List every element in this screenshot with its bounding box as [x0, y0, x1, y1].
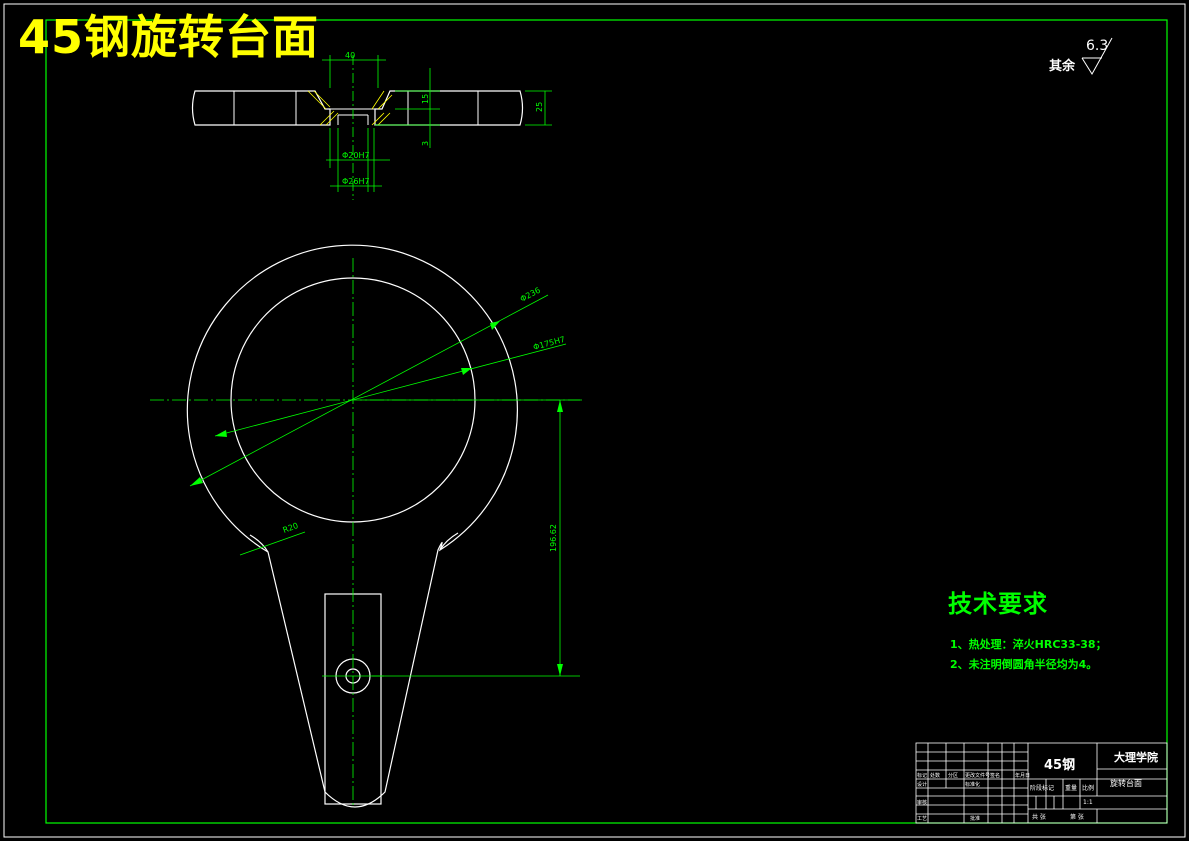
tech-requirements-title: 技术要求 — [948, 590, 1048, 618]
title-block-standard-label: 标准化 — [965, 782, 981, 788]
dim-fillet-radius: R20 — [282, 521, 300, 535]
section-outline — [191, 90, 331, 126]
dim-depth-25: 25 — [535, 102, 544, 112]
tech-requirement-2: 2、未注明倒圆角半径均为4。 — [950, 658, 1098, 671]
title-block-design-label: 设计 — [917, 782, 928, 788]
title-block-sheet-total: 共 张 — [1032, 814, 1046, 821]
title-block-doc-label: 更改文件号 — [965, 773, 991, 779]
outer-frame — [3, 3, 1186, 838]
section-view: 40 Φ20H7 Φ26H7 15 3 25 — [191, 51, 552, 200]
title-block-scale-value: 1:1 — [1083, 799, 1093, 806]
tech-requirement-1: 1、热处理：淬火HRC33-38； — [950, 638, 1107, 651]
roughness-label: 其余 — [1049, 59, 1076, 74]
title-block-process-label: 工艺 — [917, 816, 928, 822]
roughness-value: 6.3 — [1086, 38, 1109, 54]
title-block-weight-label: 重量 — [1065, 785, 1078, 792]
title-block-part-name: 旋转台面 — [1110, 779, 1142, 788]
title-block-date-label: 年月日 — [1015, 773, 1031, 779]
section-dimensions — [322, 55, 552, 192]
title-block-review-label: 审核 — [917, 800, 928, 806]
roughness-symbol — [1081, 37, 1113, 75]
title-block-approve-label: 批准 — [970, 816, 981, 822]
dim-bore-large: Φ26H7 — [342, 177, 370, 186]
drawing-title: 45钢旋转台面 — [18, 10, 320, 64]
title-block-zone-label: 分区 — [948, 773, 959, 779]
dim-center-distance: 196.62 — [549, 524, 558, 552]
plan-dimensions — [189, 294, 580, 677]
plan-outline — [186, 244, 518, 808]
dim-depth-15: 15 — [421, 94, 430, 104]
section-outline-right — [374, 90, 524, 126]
title-block-school: 大理学院 — [1114, 751, 1158, 764]
title-block-count-label: 处数 — [930, 773, 941, 779]
dim-outer-diameter: Φ236 — [519, 286, 542, 304]
section-hatch — [307, 90, 393, 126]
dim-inner-diameter: Φ175H7 — [532, 335, 566, 352]
title-block-sheet: 第 张 — [1070, 814, 1084, 821]
plan-view: Φ236 Φ175H7 R20 196.62 — [150, 244, 585, 808]
title-block-material: 45钢 — [1044, 758, 1076, 773]
title-block-sign-label: 签名 — [990, 773, 1001, 779]
title-block-mark-label: 标记 — [917, 773, 928, 779]
dim-depth-3: 3 — [421, 141, 430, 146]
inner-frame — [45, 19, 1168, 824]
dim-top-width: 40 — [345, 51, 355, 60]
title-block — [915, 742, 1168, 824]
title-block-scale-label: 比例 — [1082, 785, 1095, 792]
title-block-stage-label: 阶段标记 — [1030, 785, 1055, 792]
dim-bore-small: Φ20H7 — [342, 151, 370, 160]
